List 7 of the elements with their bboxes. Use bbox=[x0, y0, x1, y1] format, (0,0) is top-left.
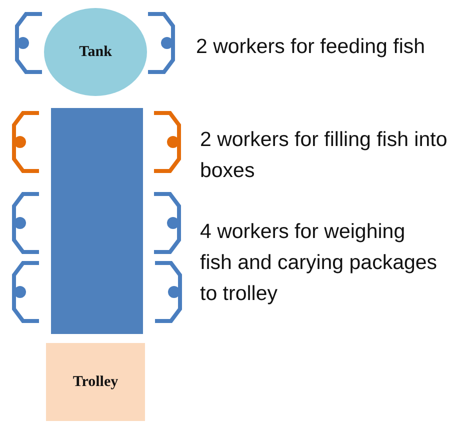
work-table bbox=[51, 108, 143, 334]
worker-note: 2 workers for filling fish into boxes bbox=[200, 127, 448, 184]
node-label: Trolley bbox=[72, 374, 118, 390]
worker-note: 4 workers for weighing fish and carying packages to trolley bbox=[200, 219, 438, 307]
trolley-box bbox=[46, 343, 145, 421]
node-label: Tank bbox=[79, 44, 112, 60]
worker-note: 2 workers for feeding fish bbox=[196, 34, 426, 60]
